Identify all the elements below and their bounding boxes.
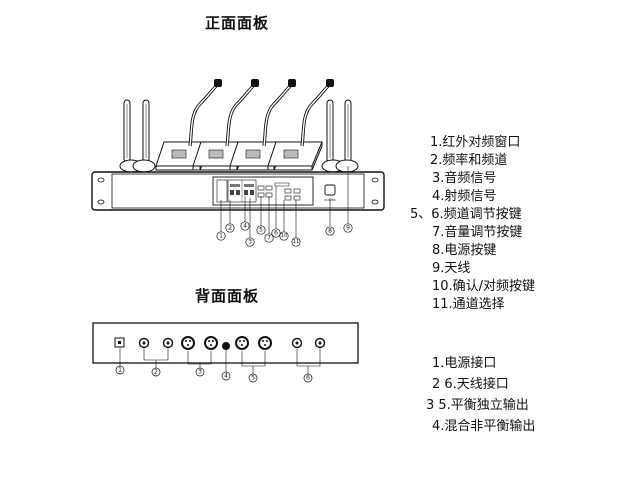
antenna-icon (344, 99, 352, 163)
callout-label: 7 (267, 235, 271, 242)
legend-item: 7.音量调节按键 (432, 225, 523, 240)
legend-item: 2.频率和频道 (430, 153, 508, 168)
legend-item: 5、6.频道调节按键 (410, 207, 522, 222)
callout-label: 5 (251, 375, 255, 382)
callout-label: 4 (224, 373, 228, 380)
back-panel-drawing: 1 2 3 4 5 6 (92, 322, 359, 383)
callout-label: 4 (243, 223, 247, 230)
callout-label: 6 (306, 375, 310, 382)
callout-label: 2 (154, 369, 158, 376)
legend-item: 1.红外对频窗口 (430, 135, 521, 150)
ir-window (216, 179, 228, 203)
front-callouts: 1 2 3 4 5 6 7 8 9 10 11 (216, 221, 353, 247)
legend-item: 8.电源按键 (432, 243, 497, 258)
channel-select-button[interactable] (284, 188, 292, 194)
xlr-output-icon (181, 336, 195, 350)
xlr-output-icon (204, 336, 218, 350)
callout-label: 1 (118, 367, 122, 374)
channel-select-button[interactable] (284, 195, 292, 201)
channel-select-button[interactable] (293, 195, 301, 201)
channel-select-button[interactable] (293, 188, 301, 194)
xlr-output-icon (235, 336, 249, 350)
front-panel-title: 正面面板 (205, 14, 270, 32)
back-panel-legend: 1.电源接口 2 6.天线接口 3 5.平衡独立输出 4.混合非平衡输出 (426, 353, 626, 437)
front-panel-legend: 1.红外对频窗口 2.频率和频道 3.音频信号 4.射频信号 5、6.频道调节按… (410, 134, 630, 314)
power-button[interactable] (324, 184, 336, 196)
legend-item: 3.音频信号 (432, 171, 497, 186)
callout-label: 5 (259, 227, 263, 234)
legend-item: 3 5.平衡独立输出 (426, 398, 529, 413)
microphone-icon (266, 77, 336, 172)
legend-item: 4.混合非平衡输出 (432, 419, 536, 434)
callout-label: 8 (328, 228, 332, 235)
xlr-output-icon (258, 336, 272, 350)
callout-label: 9 (346, 225, 350, 232)
legend-item: 4.射频信号 (432, 189, 497, 204)
callout-label: 10 (281, 233, 287, 239)
callout-label: 11 (293, 239, 299, 245)
antenna-icon (142, 99, 150, 163)
legend-item: 10.确认/对频按键 (432, 279, 536, 294)
callout-label: 6 (274, 230, 278, 237)
legend-item: 2 6.天线接口 (432, 377, 509, 392)
legend-item: 1.电源接口 (432, 356, 497, 371)
callout-label: 2 (228, 225, 232, 232)
mix-output-jack-icon (222, 342, 230, 350)
antenna-icon (123, 99, 131, 163)
callout-label: 3 (198, 369, 202, 376)
callout-label: 3 (248, 239, 252, 246)
front-panel-drawing: POWER 1 2 3 4 5 6 (91, 77, 385, 247)
legend-item: 9.天线 (432, 261, 471, 276)
antenna-icon (326, 99, 334, 163)
legend-item: 11.通道选择 (432, 297, 505, 312)
channel-up-button[interactable] (257, 185, 265, 191)
back-callouts: 1 2 3 4 5 6 (115, 365, 313, 383)
callout-label: 1 (219, 233, 223, 240)
back-panel-title: 背面面板 (195, 287, 260, 305)
volume-button[interactable] (265, 185, 273, 191)
